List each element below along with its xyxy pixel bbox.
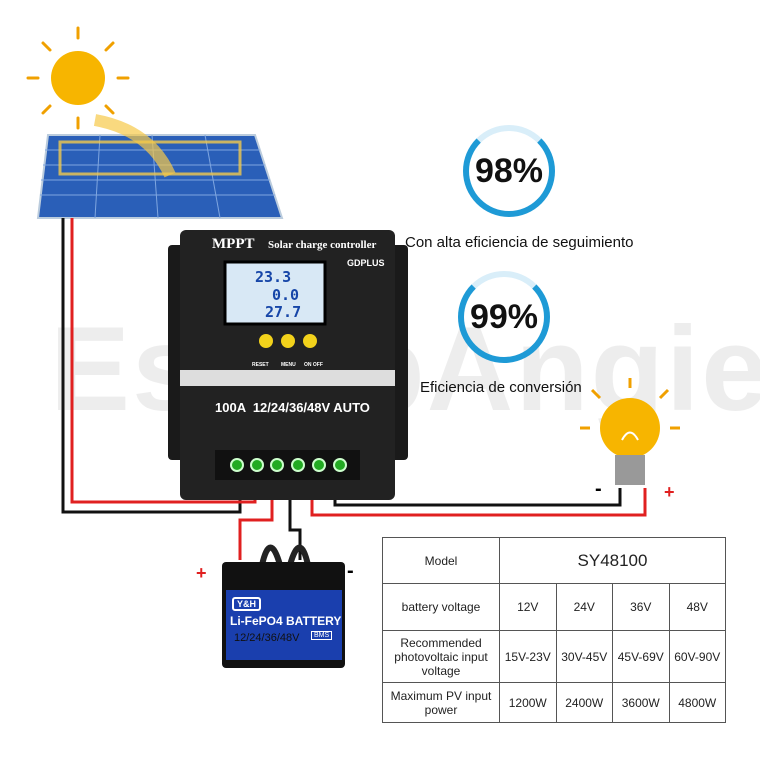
battery xyxy=(222,544,345,668)
cell: 4800W xyxy=(668,682,726,723)
sun-icon xyxy=(26,26,130,130)
charge-controller xyxy=(168,230,408,500)
row-label: battery voltage xyxy=(382,583,500,631)
controller-brand: MPPT xyxy=(212,236,255,252)
efficiency-value: 99% xyxy=(469,297,539,336)
controller-maker: GDPLUS xyxy=(347,258,385,268)
battery-voltages: 12/24/36/48V xyxy=(234,632,300,644)
cell: 60V-90V xyxy=(668,630,726,683)
cell: 48V xyxy=(668,583,726,631)
model-value: SY48100 xyxy=(499,537,726,584)
on-off-button[interactable]: ON OFF xyxy=(304,362,323,368)
solar-panel xyxy=(36,114,284,219)
table-header: Model xyxy=(382,537,500,584)
cell: 1200W xyxy=(499,682,557,723)
load-minus: - xyxy=(595,478,602,500)
cell: 30V-45V xyxy=(555,630,613,683)
battery-plus: + xyxy=(196,563,207,583)
cell: 36V xyxy=(612,583,670,631)
efficiency-value: 98% xyxy=(474,151,544,190)
efficiency-ring-conversion: 99% xyxy=(458,271,550,363)
cell: 45V-69V xyxy=(612,630,670,683)
lcd-temperature: 27.7 xyxy=(265,303,302,321)
efficiency-caption: Eficiencia de conversión xyxy=(420,379,582,396)
lcd-battery-voltage: 23.3 xyxy=(255,268,292,286)
cell: 3600W xyxy=(612,682,670,723)
cell: 12V xyxy=(499,583,557,631)
battery-minus: - xyxy=(347,560,354,582)
controller-title: Solar charge controller xyxy=(268,239,377,251)
cell: 2400W xyxy=(555,682,613,723)
efficiency-ring-tracking: 98% xyxy=(463,125,555,217)
row-label: Maximum PV input power xyxy=(382,682,500,723)
bms-badge: BMS xyxy=(311,631,333,640)
load-plus: + xyxy=(664,482,675,502)
reset-button[interactable]: RESET xyxy=(252,362,269,368)
menu-button[interactable]: MENU xyxy=(281,362,296,368)
battery-type: Li-FePO4 BATTERY xyxy=(230,614,342,628)
row-label: Recommended photovoltaic input voltage xyxy=(382,630,500,683)
battery-brand: Y&H xyxy=(232,597,262,611)
light-bulb-icon xyxy=(580,378,680,485)
lcd-pv-current: 0.0 xyxy=(272,286,300,304)
controller-rating: 100A 12/24/36/48V AUTO xyxy=(215,400,370,415)
cell: 24V xyxy=(555,583,613,631)
efficiency-caption: Con alta eficiencia de seguimiento xyxy=(405,234,634,251)
cell: 15V-23V xyxy=(499,630,557,683)
